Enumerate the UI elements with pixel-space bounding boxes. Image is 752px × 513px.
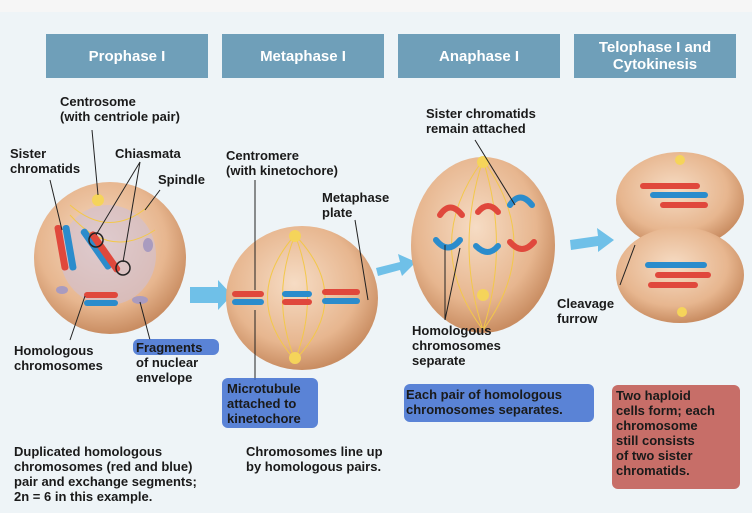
label-sister-attached: Sister chromatids remain attached bbox=[426, 106, 536, 136]
caption-anaphase: Each pair of homologous chromosomes sepa… bbox=[406, 387, 563, 417]
label-sister-chromatids: Sister chromatids bbox=[10, 146, 80, 176]
label-centromere: Centromere (with kinetochore) bbox=[226, 148, 338, 178]
label-spindle: Spindle bbox=[158, 172, 205, 187]
label-metaphase-plate: Metaphase plate bbox=[322, 190, 389, 220]
anaphase-cell bbox=[411, 140, 555, 333]
header-metaphase: Metaphase I bbox=[222, 34, 384, 78]
top-strip bbox=[0, 0, 752, 12]
label-homologous-separate: Homologous chromosomes separate bbox=[412, 323, 501, 368]
caption-prophase: Duplicated homologous chromosomes (red a… bbox=[14, 444, 197, 504]
label-centrosome: Centrosome (with centriole pair) bbox=[60, 94, 180, 124]
label-microtubule: Microtubule attached to kinetochore bbox=[227, 381, 301, 426]
header-prophase: Prophase I bbox=[46, 34, 208, 78]
header-anaphase: Anaphase I bbox=[398, 34, 560, 78]
label-fragments: Fragments of nuclear envelope bbox=[136, 340, 202, 385]
arrow-1 bbox=[190, 280, 232, 310]
telophase-cells bbox=[616, 152, 744, 323]
label-cleavage-furrow: Cleavage furrow bbox=[557, 296, 614, 326]
caption-metaphase: Chromosomes line up by homologous pairs. bbox=[246, 444, 383, 474]
caption-telophase: Two haploid cells form; each chromosome … bbox=[616, 388, 715, 478]
header-telophase: Telophase I and Cytokinesis bbox=[574, 34, 736, 78]
label-homologous-chromosomes: Homologous chromosomes bbox=[14, 343, 103, 373]
arrow-2 bbox=[376, 254, 416, 276]
arrow-3 bbox=[570, 228, 614, 252]
label-chiasmata: Chiasmata bbox=[115, 146, 181, 161]
prophase-cell bbox=[34, 182, 186, 334]
